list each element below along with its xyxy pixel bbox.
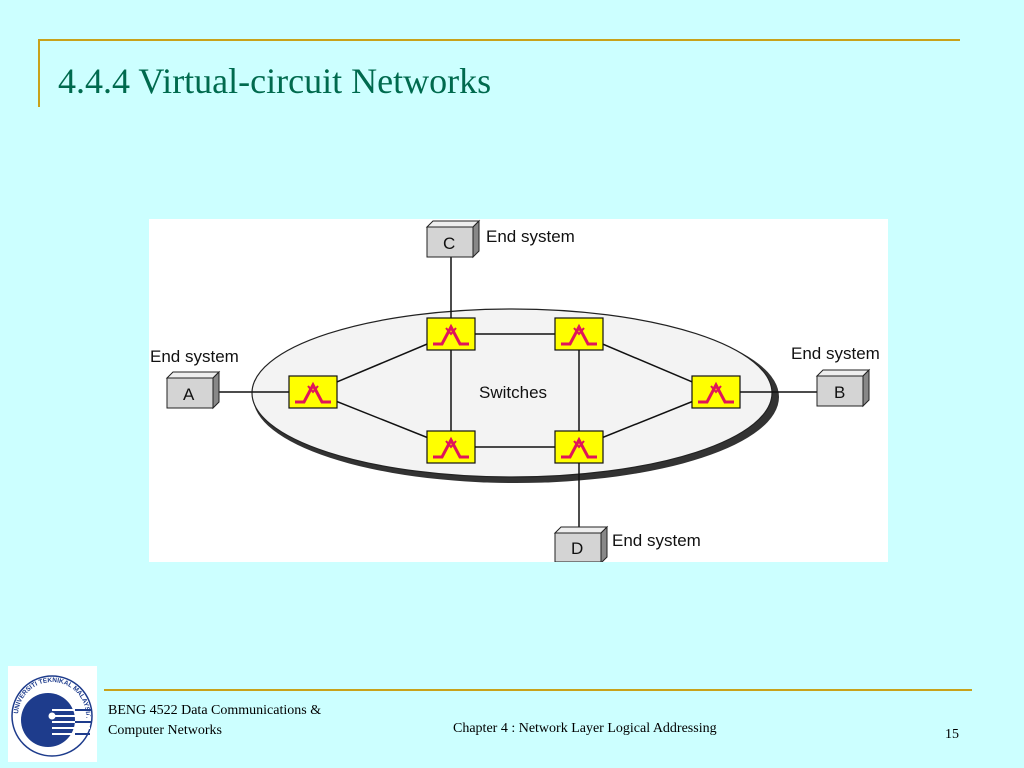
university-logo: UNIVERSITI TEKNIKAL MALAYSIA MELAKA xyxy=(5,661,97,762)
switch-1 xyxy=(288,375,338,409)
switch-5 xyxy=(554,430,604,464)
end-system-a: A xyxy=(165,370,221,410)
end-system-b: B xyxy=(815,368,871,408)
footer-course-line2: Computer Networks xyxy=(108,723,222,738)
bottom-rule xyxy=(104,689,972,691)
end-system-d-label: D xyxy=(571,539,583,558)
switch-6 xyxy=(691,375,741,409)
university-seal-icon: UNIVERSITI TEKNIKAL MALAYSIA MELAKA xyxy=(5,661,93,757)
network-figure: Switches A End system B End system C End… xyxy=(149,219,888,562)
switch-2 xyxy=(426,317,476,351)
page-number: 15 xyxy=(945,727,959,742)
end-system-a-label: A xyxy=(183,385,195,404)
end-system-c: C xyxy=(425,219,481,259)
end-system-b-label: B xyxy=(834,383,845,402)
left-rule xyxy=(38,39,40,107)
slide-title: 4.4.4 Virtual-circuit Networks xyxy=(58,61,492,101)
top-rule xyxy=(38,39,960,41)
switch-3 xyxy=(554,317,604,351)
end-system-label-b: End system xyxy=(791,344,880,363)
end-system-c-label: C xyxy=(443,234,455,253)
end-system-label-d: End system xyxy=(612,531,701,550)
virtual-circuit-network-diagram: Switches A End system B End system C End… xyxy=(150,219,880,562)
footer-chapter: Chapter 4 : Network Layer Logical Addres… xyxy=(453,721,717,736)
end-system-label-c: End system xyxy=(486,227,575,246)
switch-4 xyxy=(426,430,476,464)
footer-course-line1: BENG 4522 Data Communications & xyxy=(108,703,322,718)
footer-course: BENG 4522 Data Communications & Computer… xyxy=(108,701,388,741)
switches-label: Switches xyxy=(479,383,547,402)
end-system-d: D xyxy=(553,525,609,562)
network-ellipse xyxy=(251,308,773,478)
end-system-label-a: End system xyxy=(150,347,239,366)
